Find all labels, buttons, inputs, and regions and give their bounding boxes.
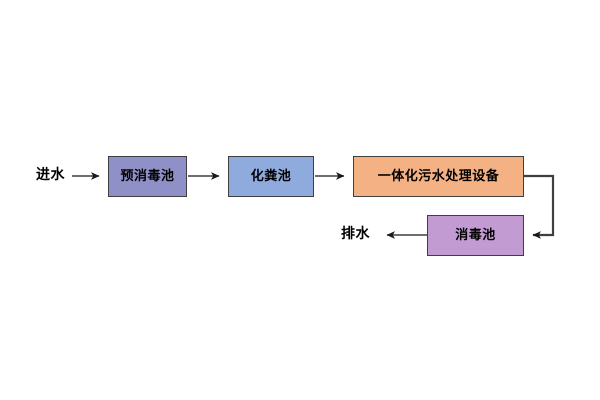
connector-integrated-to-disinfection xyxy=(524,174,555,239)
node-label: 一体化污水处理设备 xyxy=(377,169,500,184)
outlet-label: 排水 xyxy=(341,226,370,242)
node-integrated-sewage-equipment[interactable]: 一体化污水处理设备 xyxy=(353,156,524,197)
node-label: 消毒池 xyxy=(455,228,496,243)
node-label: 预消毒池 xyxy=(120,169,175,184)
node-label: 化粪池 xyxy=(250,169,292,184)
node-disinfection-tank[interactable]: 消毒池 xyxy=(427,215,524,256)
node-pre-disinfection-tank[interactable]: 预消毒池 xyxy=(108,156,187,197)
inlet-label: 进水 xyxy=(36,167,65,183)
node-septic-tank[interactable]: 化粪池 xyxy=(228,156,314,197)
